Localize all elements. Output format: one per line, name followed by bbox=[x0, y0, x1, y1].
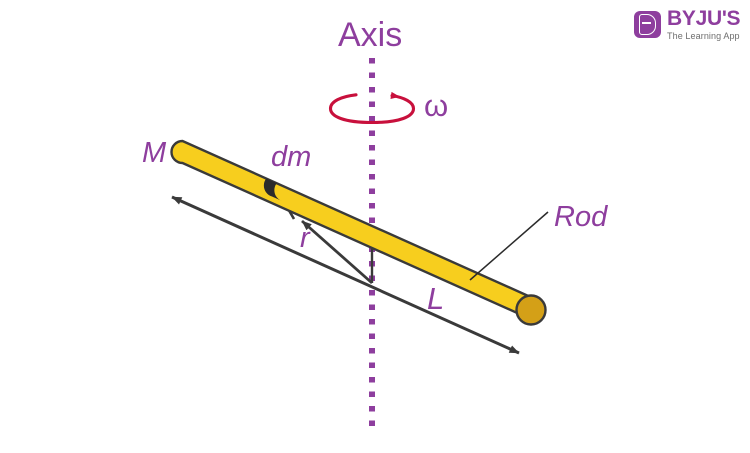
mass-label: M bbox=[142, 137, 167, 169]
mass-element-label: dm bbox=[271, 141, 312, 173]
rod-end-cap bbox=[515, 294, 547, 326]
byjus-b-glyph bbox=[639, 14, 656, 35]
omega-label: ω bbox=[424, 88, 449, 123]
rod-body bbox=[170, 139, 547, 326]
length-dimension-line bbox=[171, 195, 520, 355]
radius-label: r bbox=[300, 222, 310, 254]
rotation-direction-indicator bbox=[328, 91, 416, 125]
byjus-tagline: The Learning App bbox=[667, 31, 740, 41]
byjus-wordmark: BYJU'S The Learning App bbox=[667, 7, 741, 41]
byjus-brand-name: BYJU'S bbox=[667, 7, 741, 30]
length-label: L bbox=[427, 281, 445, 316]
rod-label-leader-line bbox=[469, 211, 549, 281]
rod-label: Rod bbox=[554, 201, 608, 233]
axis-label: Axis bbox=[338, 16, 403, 54]
byjus-b-mark-icon bbox=[634, 11, 661, 38]
byjus-logo: BYJU'S The Learning App bbox=[634, 7, 741, 41]
